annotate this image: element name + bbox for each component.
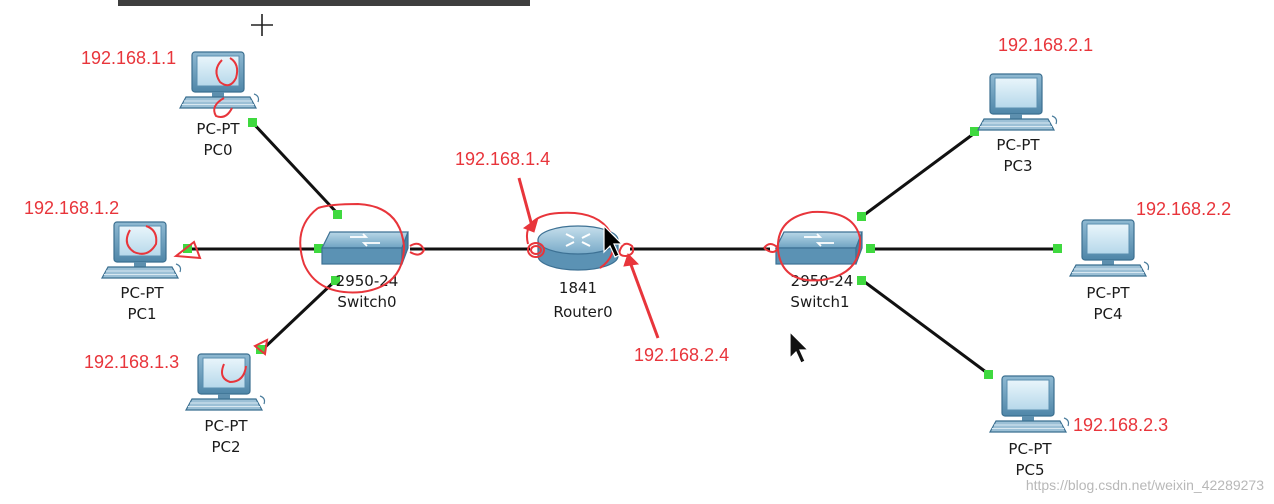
port-light — [183, 244, 192, 253]
cable-pc2-switch0 — [260, 278, 338, 352]
mouse-cursor-icon — [603, 224, 624, 258]
ip-annotations: 192.168.1.1 192.168.1.2 192.168.1.3 192.… — [24, 35, 1231, 435]
device-router0[interactable]: 1841 Router0 — [537, 225, 619, 321]
device-name-label: Switch0 — [337, 293, 396, 311]
port-light — [1053, 244, 1062, 253]
port-light — [331, 276, 340, 285]
device-name-label: PC2 — [211, 438, 240, 456]
port-light — [866, 244, 875, 253]
device-pc2[interactable]: PC-PT PC2 — [185, 353, 266, 456]
device-name-label: Router0 — [553, 303, 612, 321]
device-type-label: PC-PT — [196, 120, 240, 138]
cable-switch1-pc5 — [861, 278, 991, 377]
crosshair-cursor-icon — [251, 14, 273, 36]
computer-icon — [101, 221, 182, 279]
device-name-label: Switch1 — [790, 293, 849, 311]
device-pc4[interactable]: PC-PT PC4 — [1069, 219, 1150, 323]
device-type-label: PC-PT — [996, 136, 1040, 154]
red-arrow-icon — [517, 177, 539, 233]
device-switch0[interactable]: 2950-24 Switch0 — [321, 231, 409, 311]
cable-pc0-switch0 — [250, 120, 340, 216]
ip-label-pc0: 192.168.1.1 — [81, 48, 176, 68]
port-light — [857, 212, 866, 221]
cable-switch1-pc3 — [859, 130, 977, 220]
device-pc1[interactable]: PC-PT PC1 — [101, 221, 182, 323]
port-light — [248, 118, 257, 127]
computer-icon — [989, 375, 1070, 433]
ip-label-pc1: 192.168.1.2 — [24, 198, 119, 218]
mouse-cursor-icon — [789, 330, 810, 364]
ip-label-pc2: 192.168.1.3 — [84, 352, 179, 372]
device-pc5[interactable]: PC-PT PC5 — [989, 375, 1070, 479]
ip-label-pc3: 192.168.2.1 — [998, 35, 1093, 55]
device-type-label: PC-PT — [1086, 284, 1130, 302]
switch-icon — [321, 231, 409, 265]
device-name-label: PC0 — [203, 141, 232, 159]
device-type-label: PC-PT — [120, 284, 164, 302]
ip-label-router0-right: 192.168.2.4 — [634, 345, 729, 365]
port-light — [984, 370, 993, 379]
device-name-label: PC4 — [1093, 305, 1122, 323]
computer-icon — [1069, 219, 1150, 277]
device-name-label: PC3 — [1003, 157, 1032, 175]
port-light — [333, 210, 342, 219]
cables — [186, 120, 1058, 377]
device-name-label: PC5 — [1015, 461, 1044, 479]
ip-label-pc5: 192.168.2.3 — [1073, 415, 1168, 435]
device-type-label: PC-PT — [1008, 440, 1052, 458]
device-name-label: PC1 — [127, 305, 156, 323]
ip-label-router0-left: 192.168.1.4 — [455, 149, 550, 169]
switch-icon — [775, 231, 863, 265]
ip-label-pc4: 192.168.2.2 — [1136, 199, 1231, 219]
device-type-label: PC-PT — [204, 417, 248, 435]
device-pc0[interactable]: PC-PT PC0 — [179, 51, 260, 159]
computer-icon — [185, 353, 266, 411]
port-light — [970, 127, 979, 136]
watermark: https://blog.csdn.net/weixin_42289273 — [1026, 477, 1264, 493]
cropped-header-text — [118, 0, 530, 6]
computer-icon — [977, 73, 1058, 131]
red-arrow-icon — [623, 253, 660, 339]
port-light — [314, 244, 323, 253]
device-type-label: 1841 — [559, 279, 597, 297]
device-switch1[interactable]: 2950-24 Switch1 — [775, 231, 863, 311]
router-icon — [537, 225, 619, 271]
device-pc3[interactable]: PC-PT PC3 — [977, 73, 1058, 175]
port-light — [857, 276, 866, 285]
